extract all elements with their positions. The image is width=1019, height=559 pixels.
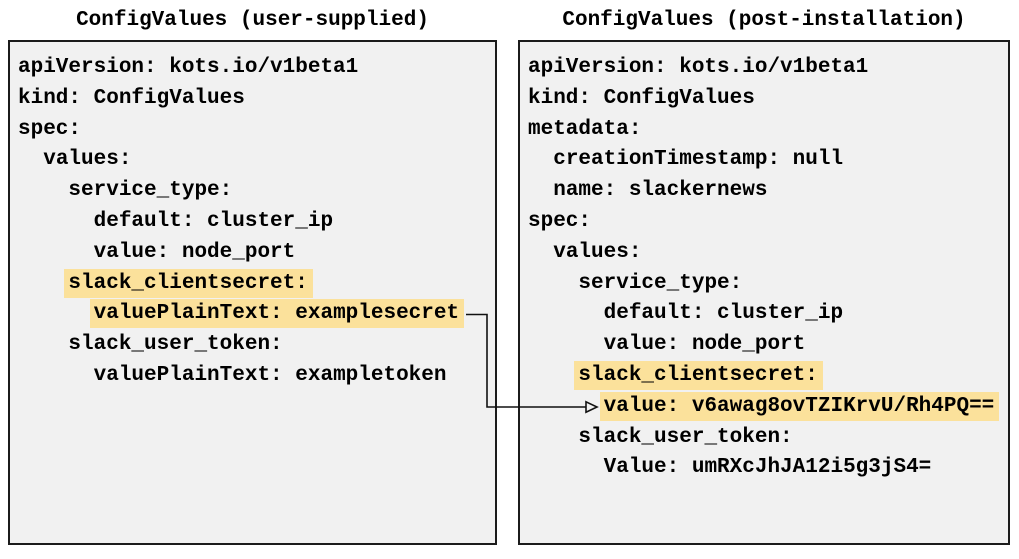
code-indent <box>528 456 604 479</box>
code-indent <box>528 426 578 449</box>
code-indent <box>528 148 553 171</box>
highlighted-code-text: value: v6awag8ovTZIKrvU/Rh4PQ== <box>599 391 1000 421</box>
code-text: name: slackernews <box>553 179 768 203</box>
code-line: Value: umRXcJhJA12i5g3jS4= <box>528 453 1004 484</box>
code-line: apiVersion: kots.io/v1beta1 <box>18 53 491 84</box>
code-line: service_type: <box>528 269 1004 300</box>
code-text: spec: <box>18 117 82 141</box>
code-indent <box>528 364 578 387</box>
code-line: service_type: <box>18 176 491 207</box>
code-line: value: v6awag8ovTZIKrvU/Rh4PQ== <box>528 391 1004 423</box>
code-text: values: <box>43 148 132 172</box>
code-text: spec: <box>528 209 592 233</box>
code-line: name: slackernews <box>528 176 1004 207</box>
code-text: service_type: <box>68 179 233 203</box>
code-text: default: cluster_ip <box>93 209 334 233</box>
code-text: value: node_port <box>93 240 296 264</box>
code-line: default: cluster_ip <box>18 207 491 238</box>
code-indent <box>18 302 94 325</box>
highlighted-code-text: valuePlainText: examplesecret <box>89 299 465 329</box>
code-indent <box>528 272 578 295</box>
code-line: spec: <box>18 115 491 146</box>
code-line: value: node_port <box>528 330 1004 361</box>
code-line: spec: <box>528 207 1004 238</box>
code-text: apiVersion: kots.io/v1beta1 <box>528 56 869 79</box>
code-line: value: node_port <box>18 238 491 269</box>
code-indent <box>528 302 604 325</box>
code-indent <box>18 333 68 356</box>
code-text: slack_user_token: <box>578 425 793 449</box>
code-text: values: <box>553 240 642 264</box>
code-indent <box>18 179 68 202</box>
user-supplied-config-box: apiVersion: kots.io/v1beta1 kind: ConfigV… <box>8 40 497 545</box>
highlighted-code-text: slack_clientsecret: <box>64 268 313 298</box>
code-indent <box>18 272 68 295</box>
code-line: metadata: <box>528 115 1004 146</box>
post-installation-config-box: apiVersion: kots.io/v1beta1 kind: ConfigV… <box>518 40 1010 545</box>
code-line: apiVersion: kots.io/v1beta1 <box>528 53 1004 84</box>
right-box-title: ConfigValues (post-installation) <box>562 9 966 32</box>
code-text: metadata: <box>528 117 642 141</box>
code-line: slack_user_token: <box>528 423 1004 454</box>
code-line: kind: ConfigValues <box>18 84 491 115</box>
code-text: kind: ConfigValues <box>18 86 245 110</box>
code-indent <box>18 148 43 171</box>
code-line: slack_clientsecret: <box>18 268 491 300</box>
code-text: service_type: <box>578 271 743 295</box>
code-indent <box>528 333 604 356</box>
code-line: values: <box>18 145 491 176</box>
code-indent <box>528 395 604 418</box>
highlighted-code-text: slack_clientsecret: <box>574 360 823 390</box>
code-indent <box>528 241 553 264</box>
code-text: kind: ConfigValues <box>528 86 755 110</box>
code-text: valuePlainText: exampletoken <box>93 363 447 387</box>
code-indent <box>528 179 553 202</box>
code-text: Value: umRXcJhJA12i5g3jS4= <box>603 456 932 480</box>
code-text: default: cluster_ip <box>603 302 844 326</box>
code-line: kind: ConfigValues <box>528 84 1004 115</box>
code-line: slack_clientsecret: <box>528 360 1004 392</box>
code-indent <box>18 364 94 387</box>
code-line: creationTimestamp: null <box>528 145 1004 176</box>
left-box-title: ConfigValues (user-supplied) <box>76 9 429 32</box>
code-line: slack_user_token: <box>18 330 491 361</box>
code-indent <box>18 210 94 233</box>
code-text: apiVersion: kots.io/v1beta1 <box>18 56 359 79</box>
code-line: valuePlainText: exampletoken <box>18 361 491 392</box>
code-text: creationTimestamp: null <box>553 148 844 172</box>
code-line: valuePlainText: examplesecret <box>18 299 491 330</box>
code-line: default: cluster_ip <box>528 299 1004 330</box>
code-text: value: node_port <box>603 333 806 357</box>
code-text: slack_user_token: <box>68 333 283 357</box>
code-line: values: <box>528 238 1004 269</box>
code-indent <box>18 241 94 264</box>
